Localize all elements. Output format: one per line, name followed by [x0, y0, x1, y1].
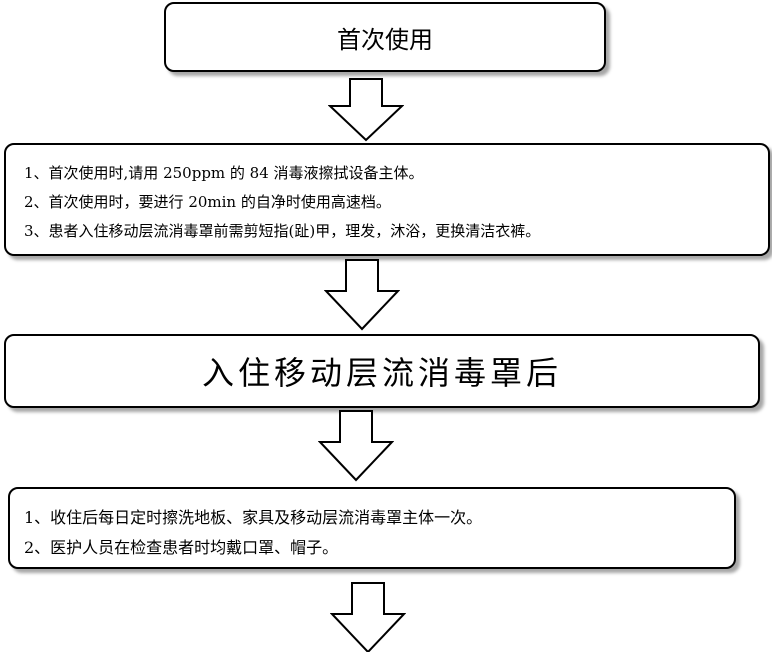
note-item: 2、首次使用时，要进行 20min 的自净时使用高速档。 — [24, 193, 391, 211]
note-item: 3、患者入住移动层流消毒罩前需剪短指(趾)甲，理发，沐浴，更换清洁衣裤。 — [24, 222, 541, 240]
after-admission-notes-box: 1、收住后每日定时擦洗地板、家具及移动层流消毒罩主体一次。 2、医护人员在检查患… — [8, 487, 736, 569]
first-use-notes-box: 1、首次使用时,请用 250ppm 的 84 消毒液擦拭设备主体。 2、首次使用… — [4, 143, 770, 256]
step-first-use-box: 首次使用 — [164, 2, 606, 72]
note-item: 1、收住后每日定时擦洗地板、家具及移动层流消毒罩主体一次。 — [24, 508, 483, 527]
down-arrow-icon — [318, 410, 394, 482]
note-item: 2、医护人员在检查患者时均戴口罩、帽子。 — [24, 538, 339, 557]
down-arrow-icon — [324, 259, 400, 331]
down-arrow-icon — [328, 78, 404, 142]
down-arrow-icon — [330, 582, 406, 652]
step-after-admission-box: 入住移动层流消毒罩后 — [4, 334, 760, 408]
step-first-use-title: 首次使用 — [337, 25, 433, 54]
note-item: 1、首次使用时,请用 250ppm 的 84 消毒液擦拭设备主体。 — [24, 164, 424, 182]
step-after-admission-title: 入住移动层流消毒罩后 — [201, 354, 562, 392]
